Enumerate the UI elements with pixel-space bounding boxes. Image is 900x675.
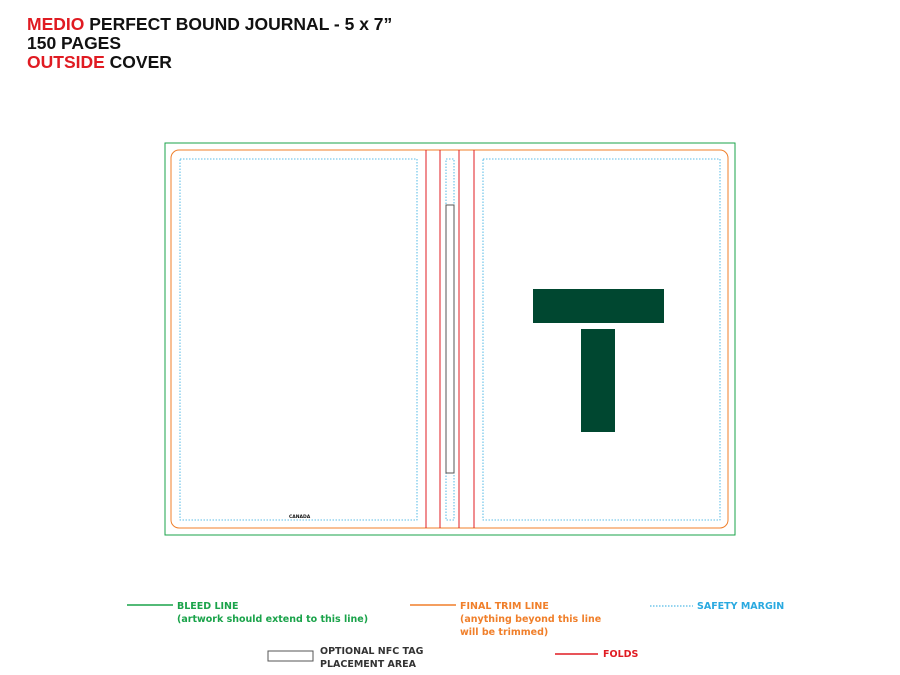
title-line-2: 150 PAGES [27, 33, 122, 53]
nfc-tag-area [445, 204, 455, 474]
legend-bleed: BLEED LINE (artwork should extend to thi… [177, 600, 368, 626]
title-highlight-medio: MEDIO [27, 14, 85, 34]
legend-safety: SAFETY MARGIN [697, 600, 784, 613]
title-cover: COVER [104, 52, 172, 72]
title-highlight-outside: OUTSIDE [27, 52, 105, 72]
trim-line [170, 149, 729, 529]
title-product: PERFECT BOUND JOURNAL - 5 x 7” [84, 14, 393, 34]
page-title: MEDIO PERFECT BOUND JOURNAL - 5 x 7” 150… [27, 15, 392, 72]
legend-nfc-swatch [267, 650, 314, 662]
legend-folds: FOLDS [603, 648, 638, 661]
legend-bleed-note: (artwork should extend to this line) [177, 614, 369, 625]
legend-nfc-label-2: PLACEMENT AREA [320, 659, 417, 670]
safety-margin-spine [445, 158, 455, 521]
legend-folds-label: FOLDS [603, 649, 639, 660]
legend-trim-note-2: will be trimmed) [460, 627, 549, 638]
legend-trim-label: FINAL TRIM LINE [460, 601, 549, 612]
legend-nfc: OPTIONAL NFC TAG PLACEMENT AREA [320, 645, 423, 671]
safety-margin-back [179, 158, 418, 521]
title-line-3: OUTSIDE COVER [27, 53, 392, 72]
t-logo-icon [533, 289, 664, 432]
legend-trim-note-1: (anything beyond this line [460, 614, 602, 625]
bleed-line [164, 142, 736, 536]
legend-safety-label: SAFETY MARGIN [697, 601, 785, 612]
back-cover-text: CANADA [289, 515, 311, 520]
legend-bleed-label: BLEED LINE [177, 601, 239, 612]
legend-trim: FINAL TRIM LINE (anything beyond this li… [460, 600, 601, 639]
title-line-1: MEDIO PERFECT BOUND JOURNAL - 5 x 7” [27, 15, 392, 34]
legend-nfc-label-1: OPTIONAL NFC TAG [320, 646, 424, 657]
safety-margin-front [482, 158, 721, 521]
